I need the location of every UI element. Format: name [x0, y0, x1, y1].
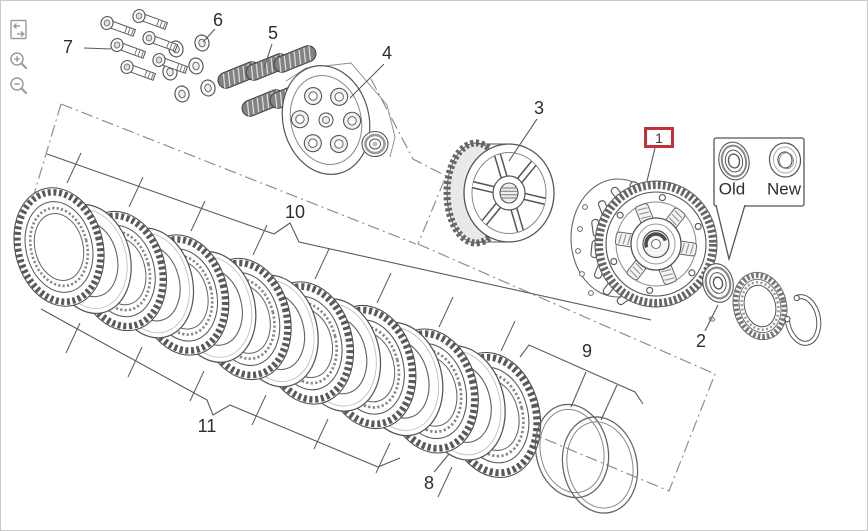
callout-label-5[interactable]: 5 — [267, 23, 279, 43]
zoom-in-icon[interactable] — [8, 50, 32, 76]
clutch-rings-part9 — [534, 403, 639, 514]
wave-washer — [732, 271, 788, 341]
rivet — [646, 286, 654, 294]
callout-label-1-highlight[interactable]: 1 — [644, 127, 674, 148]
pressure-plate-part4 — [281, 65, 371, 175]
circlip — [784, 294, 822, 346]
pressure-plate-bearing — [361, 130, 389, 158]
new-label: New — [766, 179, 802, 199]
old-part-drawing — [718, 141, 750, 181]
washer — [200, 79, 216, 97]
washer — [174, 85, 190, 103]
callout-label-6[interactable]: 6 — [212, 10, 224, 30]
zoom-out-icon[interactable] — [8, 75, 32, 101]
callout-label-1: 1 — [655, 129, 663, 146]
bolts-part7 — [100, 9, 189, 81]
rivet — [658, 194, 666, 202]
callout-label-9[interactable]: 9 — [581, 341, 593, 361]
callout-label-3[interactable]: 3 — [533, 98, 545, 118]
expand-icon[interactable] — [8, 18, 32, 44]
rivet — [610, 258, 618, 266]
bolt — [110, 38, 147, 59]
callout-label-2[interactable]: 2 — [695, 331, 707, 351]
rivet — [694, 222, 702, 230]
bearing-part2 — [702, 263, 734, 303]
clutch-basket-part1 — [570, 178, 718, 308]
plate-tick-lines — [65, 152, 516, 498]
washer — [188, 57, 204, 75]
rivet — [688, 269, 696, 277]
callout-label-10[interactable]: 10 — [284, 202, 306, 222]
bolt — [152, 53, 189, 74]
friction-plate — [13, 187, 105, 307]
clutch-plate-stack — [13, 187, 542, 479]
callout-label-4[interactable]: 4 — [381, 43, 393, 63]
driven-gear-part3 — [443, 139, 555, 247]
clutch-spring — [273, 45, 317, 73]
washers-part6 — [162, 34, 216, 103]
old-label: Old — [718, 179, 746, 199]
new-part-drawing — [768, 142, 802, 178]
callout-label-7[interactable]: 7 — [62, 37, 74, 57]
callout-label-8[interactable]: 8 — [423, 473, 435, 493]
bolt — [142, 31, 179, 52]
rivet — [616, 211, 624, 219]
old-new-comparison-box — [713, 137, 805, 262]
bolt — [120, 60, 157, 81]
callout-label-11[interactable]: 11 — [197, 416, 217, 436]
bolt — [132, 9, 169, 30]
callout-brackets — [40, 153, 652, 468]
leader-lines — [83, 28, 719, 473]
bolt — [100, 16, 137, 37]
